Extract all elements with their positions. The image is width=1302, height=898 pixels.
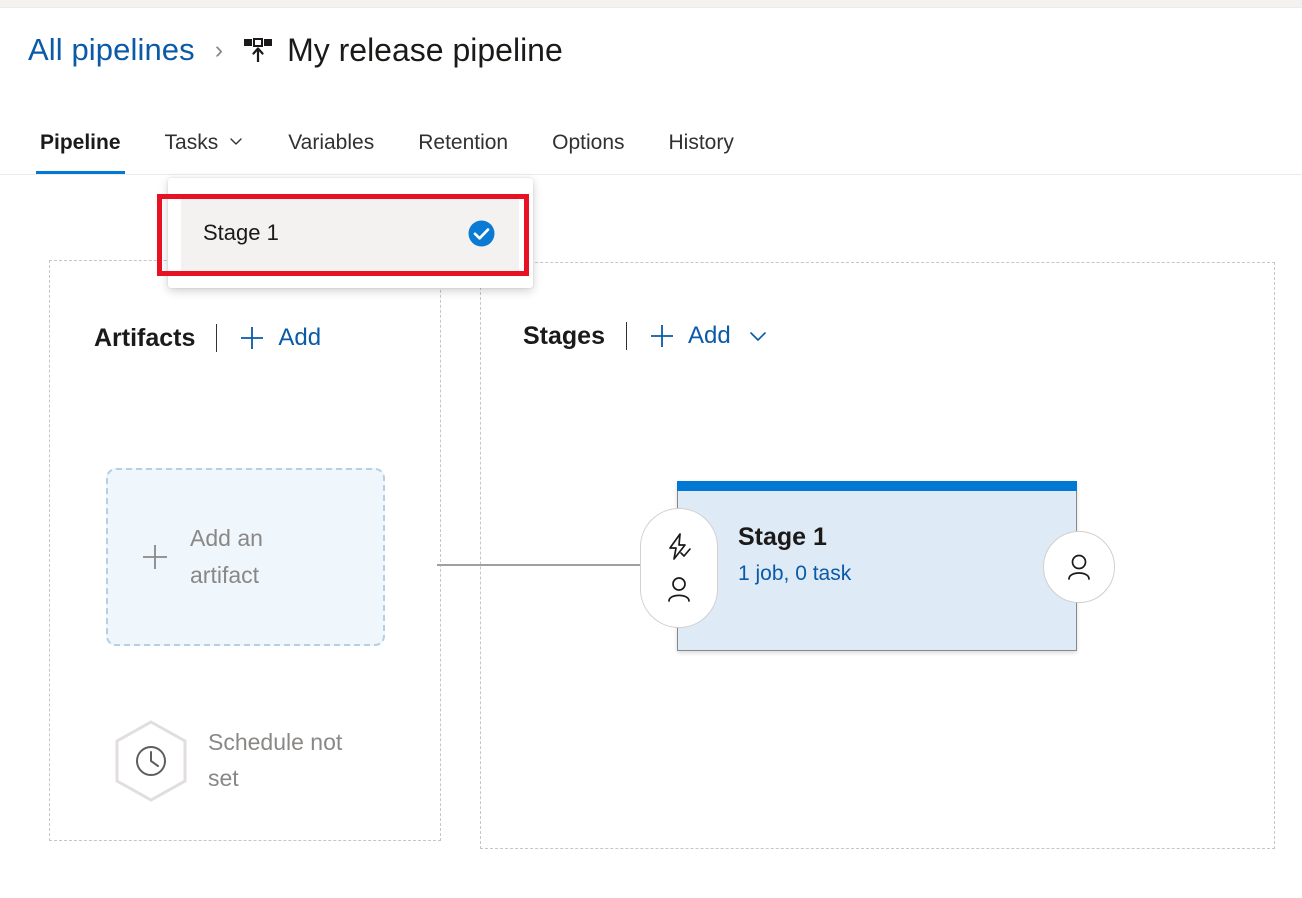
breadcrumb: All pipelines › My release pipeline — [28, 22, 563, 78]
breadcrumb-all-pipelines-link[interactable]: All pipelines — [28, 32, 195, 67]
plus-icon — [140, 542, 170, 572]
add-an-artifact-tile[interactable]: Add an artifact — [106, 468, 385, 646]
lightning-bolt-check-icon — [664, 532, 694, 562]
person-icon — [1062, 550, 1096, 584]
schedule-trigger[interactable]: Schedule not set — [112, 718, 368, 804]
breadcrumb-separator: › — [214, 35, 224, 64]
add-an-artifact-label: Add an artifact — [190, 525, 263, 588]
tasks-dropdown-item-label: Stage 1 — [203, 220, 279, 245]
tab-retention[interactable]: Retention — [396, 112, 530, 160]
tab-options[interactable]: Options — [530, 112, 646, 160]
tab-history-label: History — [668, 131, 734, 154]
stages-panel — [480, 262, 1275, 849]
chevron-down-icon[interactable] — [747, 325, 769, 347]
post-deployment-conditions-button[interactable] — [1043, 531, 1115, 603]
add-stage-button[interactable]: Add — [648, 322, 769, 350]
artifact-stage-connector — [437, 564, 657, 566]
release-pipeline-icon — [241, 33, 275, 67]
stages-header: Stages Add — [523, 316, 769, 356]
tab-pipeline[interactable]: Pipeline — [18, 112, 143, 174]
add-artifact-label: Add — [278, 324, 322, 351]
stage-card-body: Stage 1 1 job, 0 task — [738, 523, 851, 586]
tab-history[interactable]: History — [647, 112, 756, 160]
tab-retention-label: Retention — [418, 131, 509, 154]
header-divider — [216, 324, 218, 352]
pre-deployment-conditions-button[interactable] — [640, 508, 718, 628]
stage-card-title: Stage 1 — [738, 523, 827, 551]
add-artifact-button[interactable]: Add — [238, 324, 321, 352]
clock-icon — [112, 718, 190, 804]
tab-options-label: Options — [552, 131, 625, 154]
tab-tasks[interactable]: Tasks — [143, 112, 267, 160]
artifacts-title: Artifacts — [94, 323, 196, 352]
artifacts-header: Artifacts Add — [94, 318, 321, 358]
stage-card-accent-bar — [677, 481, 1077, 491]
window-top-strip — [0, 0, 1302, 8]
plus-icon — [648, 322, 676, 350]
person-icon — [664, 574, 694, 604]
page-title: My release pipeline — [287, 31, 563, 68]
add-stage-label: Add — [687, 322, 731, 349]
tasks-dropdown-item-stage-1[interactable]: Stage 1 — [181, 194, 519, 272]
tab-tasks-label: Tasks — [164, 131, 219, 154]
chevron-down-icon — [228, 131, 244, 155]
header-divider — [625, 322, 627, 350]
tab-bar: Pipeline Tasks Variables Retention Optio… — [0, 112, 1302, 175]
tab-variables-label: Variables — [288, 131, 375, 154]
stages-title: Stages — [523, 321, 605, 350]
stage-card[interactable]: Stage 1 1 job, 0 task — [677, 481, 1077, 651]
plus-icon — [238, 324, 266, 352]
stage-card-summary[interactable]: 1 job, 0 task — [738, 562, 852, 585]
tab-pipeline-label: Pipeline — [40, 131, 121, 154]
tasks-dropdown-menu: Stage 1 — [168, 178, 533, 288]
tab-variables[interactable]: Variables — [266, 112, 396, 160]
schedule-label: Schedule not set — [208, 729, 343, 791]
check-circle-icon — [468, 220, 495, 247]
